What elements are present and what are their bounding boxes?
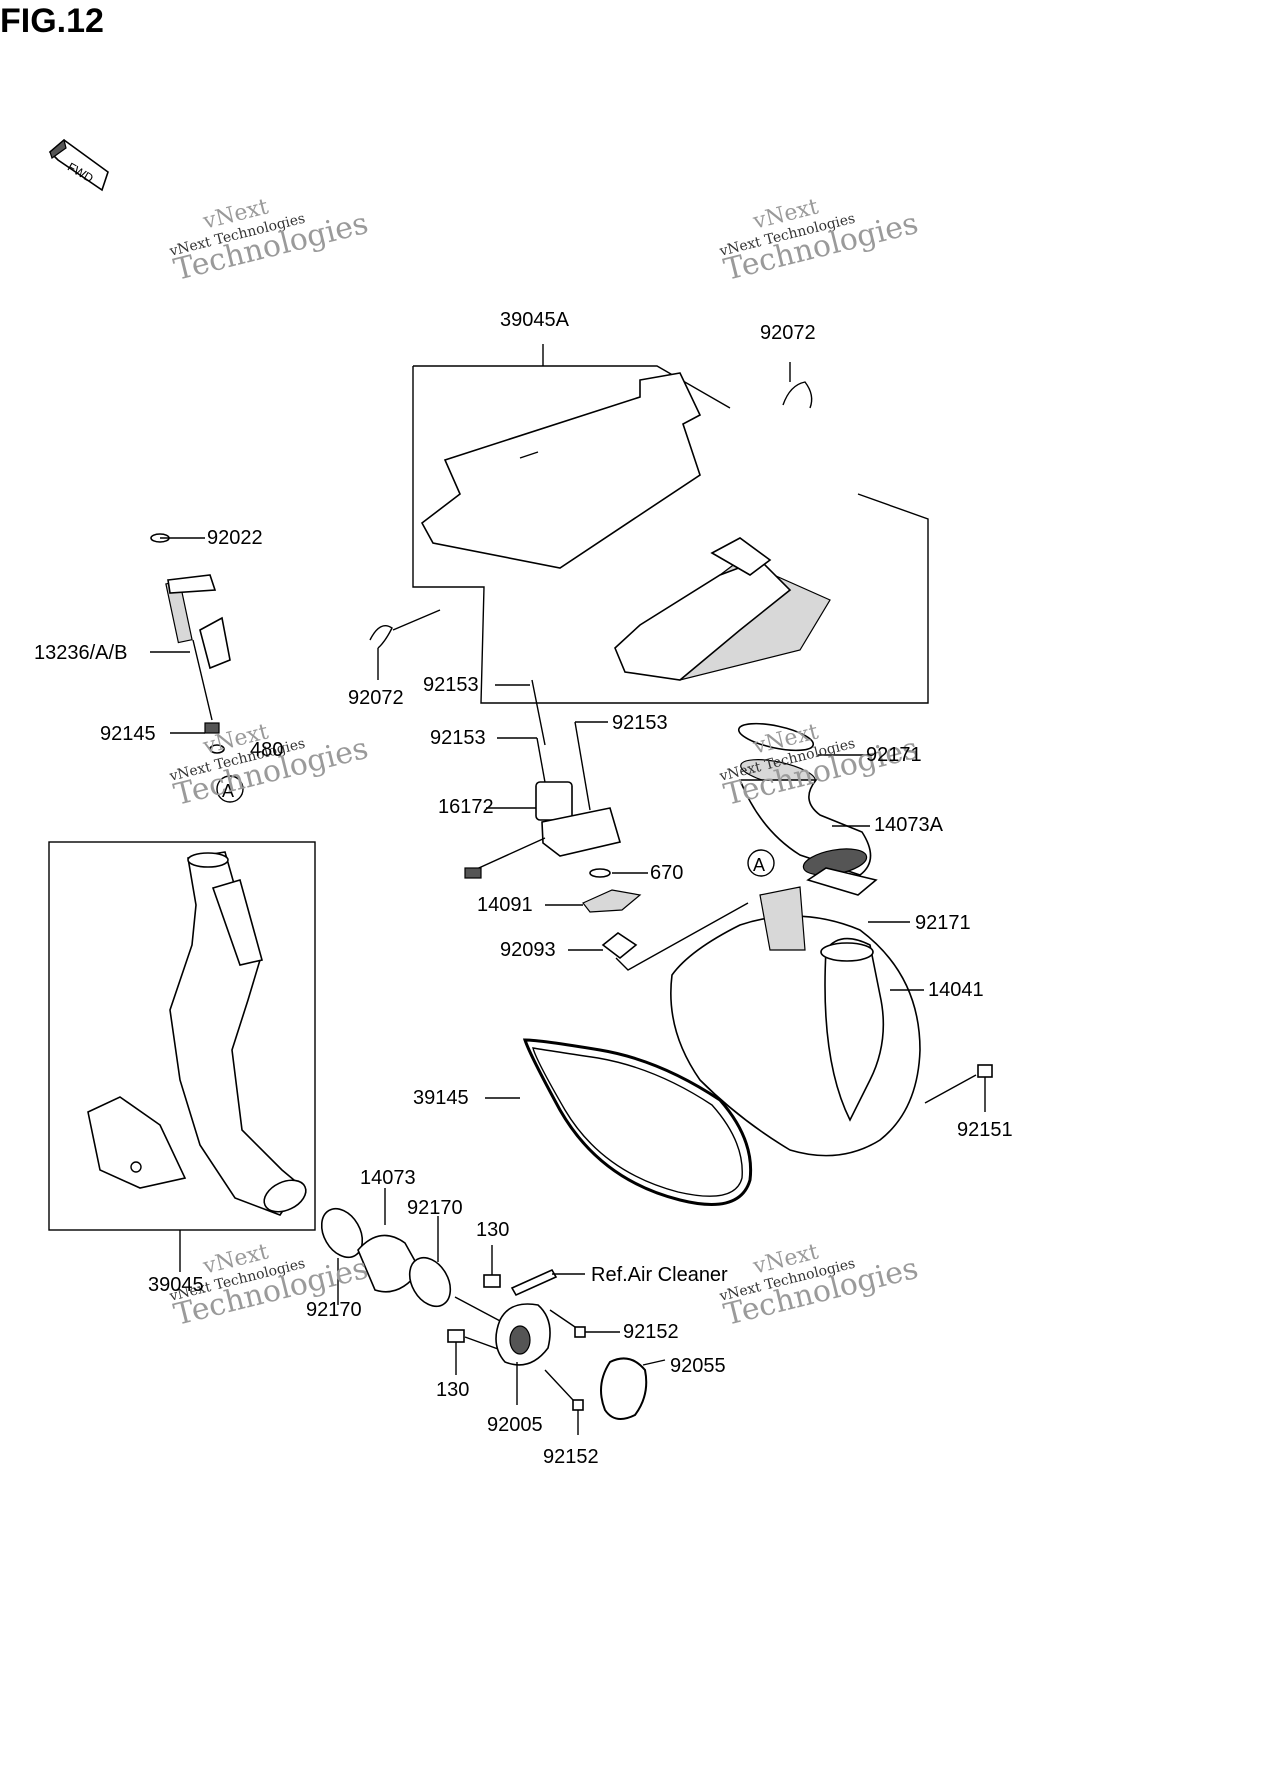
fwd-arrow-icon: FWD [48,138,109,192]
housing-92005 [495,1303,551,1366]
gasket-92093 [601,932,638,960]
bolt-130-lower [447,1329,465,1375]
bolt-92153-a [531,679,546,746]
ref-circle-a-left [216,775,244,803]
nut-92152-lower [572,1399,584,1411]
label-92022[interactable]: 92022 [207,527,263,549]
figure-title: FIG.12 [0,2,104,40]
label-92151[interactable]: 92151 [957,1119,1013,1141]
label-14073a[interactable]: 14073A [874,814,943,836]
ref-circle-a-right [747,849,775,877]
label-92093[interactable]: 92093 [500,939,556,961]
duct-14073a [737,722,872,876]
cover-14041 [670,886,921,1157]
label-39045[interactable]: 39045 [148,1274,204,1296]
label-14073[interactable]: 14073 [360,1167,416,1189]
label-14091[interactable]: 14091 [477,894,533,916]
label-13236-a-b[interactable]: 13236/A/B [34,642,128,664]
label-130-upper[interactable]: 130 [476,1219,510,1241]
cover-14091 [582,889,642,913]
nut-92145 [204,722,220,734]
label-92145[interactable]: 92145 [100,723,156,745]
bolt-130-upper [483,1245,501,1288]
label-92072-top[interactable]: 92072 [760,322,816,344]
label-92171-upper[interactable]: 92171 [866,744,922,766]
ref-mark-a-right: A [753,855,765,875]
cover-plate [420,372,702,569]
ref-mark-a-left: A [222,781,234,801]
clip-92072-top [782,381,813,409]
label-39045a[interactable]: 39045A [500,309,569,331]
label-92170-right[interactable]: 92170 [407,1197,463,1219]
label-92072-left[interactable]: 92072 [348,687,404,709]
label-92153-b[interactable]: 92153 [430,727,486,749]
gasket-92171-lower [806,867,878,896]
clamp-92170-right [408,1256,452,1308]
o-ring-670 [589,868,611,878]
shaft-ref-air-cleaner [510,1268,558,1297]
clip-92072-left [369,625,393,649]
label-92055[interactable]: 92055 [670,1355,726,1377]
bracket-39045a [412,366,929,704]
label-92153-c[interactable]: 92153 [612,712,668,734]
label-92152-lower[interactable]: 92152 [543,1446,599,1468]
label-92152-upper[interactable]: 92152 [623,1321,679,1343]
label-ref-air-cleaner[interactable]: Ref.Air Cleaner [591,1264,728,1286]
label-92170-left[interactable]: 92170 [306,1299,362,1321]
nut-92152-upper [574,1326,586,1338]
clamp-92170-left [320,1207,364,1259]
gasket-92055 [600,1357,648,1420]
label-92005[interactable]: 92005 [487,1414,543,1436]
actuator-16172 [464,781,622,879]
label-14041[interactable]: 14041 [928,979,984,1001]
duct-39045 [87,851,307,1216]
bracket-39045 [48,841,316,1231]
bolt-92151 [924,1064,993,1104]
label-92153-a[interactable]: 92153 [423,674,479,696]
bolt-92153-c [574,721,591,811]
belt-39145 [522,1038,753,1206]
label-16172[interactable]: 16172 [438,796,494,818]
washer-480 [209,744,225,754]
label-670[interactable]: 670 [650,862,684,884]
label-130-lower[interactable]: 130 [436,1379,470,1401]
label-39145[interactable]: 39145 [413,1087,469,1109]
label-480[interactable]: 480 [250,739,284,761]
label-92171-lower[interactable]: 92171 [915,912,971,934]
